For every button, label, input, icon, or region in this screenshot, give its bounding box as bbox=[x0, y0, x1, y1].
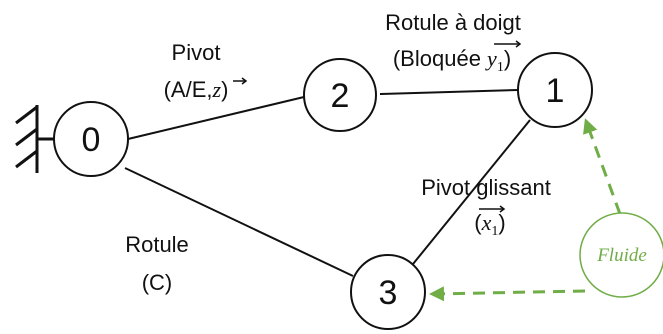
label-pivot-glissant-subscript: 1 bbox=[491, 224, 498, 239]
node-0-label: 0 bbox=[82, 121, 101, 159]
node-3: 3 bbox=[350, 254, 426, 330]
label-pivot-line1: Pivot bbox=[172, 40, 221, 65]
label-rotule-doigt: Rotule à doigt (Bloquée y1) bbox=[385, 10, 522, 75]
edge-2-1 bbox=[379, 89, 519, 95]
label-pivot-glissant-line1: Pivot glissant bbox=[421, 175, 551, 200]
node-2: 2 bbox=[303, 58, 377, 132]
node-0: 0 bbox=[53, 101, 129, 177]
label-pivot-glissant-prefix: ( bbox=[474, 210, 482, 235]
label-pivot-prefix: (A/E, bbox=[164, 77, 213, 102]
node-1: 1 bbox=[517, 52, 593, 128]
label-pivot-vector: z bbox=[212, 77, 222, 102]
label-pivot-glissant-line2: (x1) bbox=[474, 210, 505, 239]
label-pivot-glissant-vector: x bbox=[481, 210, 492, 235]
label-rotule: Rotule (C) bbox=[125, 232, 189, 295]
edge-1-3 bbox=[412, 119, 531, 265]
ground-hatch-icon bbox=[15, 105, 55, 173]
node-2-label: 2 bbox=[331, 77, 350, 115]
edge-0-3 bbox=[124, 167, 354, 277]
fluid-arrow-to-1 bbox=[583, 118, 622, 215]
label-rotule-line1: Rotule bbox=[125, 232, 189, 257]
fluid-label: Fluide bbox=[596, 245, 647, 266]
fluid-arrow-to-3 bbox=[429, 286, 586, 302]
label-pivot-line2: (A/E,z) bbox=[164, 77, 229, 102]
node-3-label: 3 bbox=[379, 274, 398, 312]
label-rotule-doigt-prefix: (Bloquée bbox=[393, 46, 487, 71]
label-pivot-glissant: Pivot glissant (x1) bbox=[421, 175, 551, 239]
label-rotule-doigt-subscript: 1 bbox=[497, 60, 504, 75]
fluid-node: Fluide bbox=[429, 118, 663, 302]
label-pivot-glissant-suffix: ) bbox=[498, 210, 505, 235]
fluid-circle bbox=[579, 212, 663, 298]
label-rotule-doigt-vector: y bbox=[485, 46, 497, 71]
label-pivot: Pivot (A/E,z) bbox=[164, 40, 248, 102]
node-1-label: 1 bbox=[546, 72, 565, 110]
label-rotule-line2: (C) bbox=[142, 270, 173, 295]
label-rotule-doigt-suffix: ) bbox=[504, 46, 511, 71]
label-pivot-suffix: ) bbox=[221, 77, 228, 102]
label-rotule-doigt-line2: (Bloquée y1) bbox=[393, 46, 511, 75]
edge-0-2 bbox=[127, 96, 305, 140]
label-rotule-doigt-line1: Rotule à doigt bbox=[385, 10, 521, 35]
